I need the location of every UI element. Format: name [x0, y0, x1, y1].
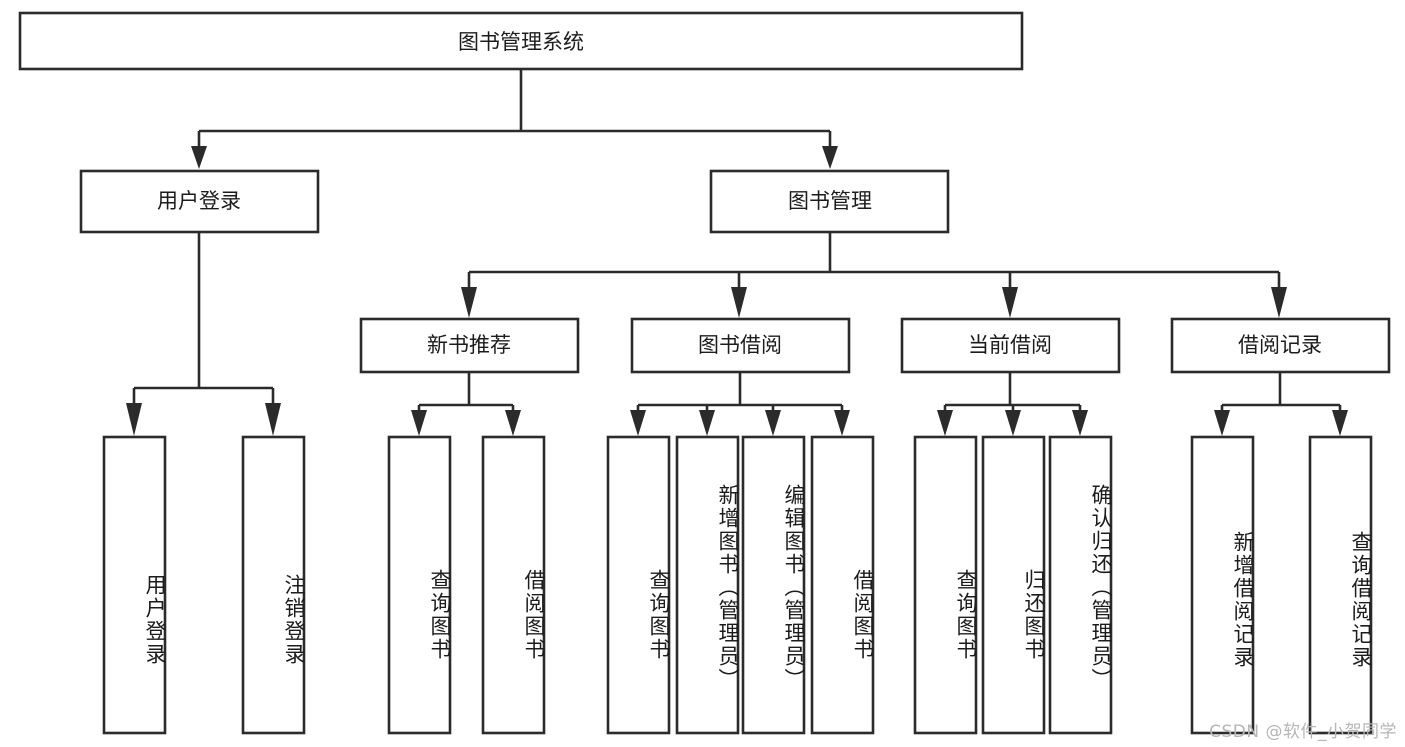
- node-book-management[interactable]: 图书管理: [709, 169, 950, 234]
- connector-book-borrow-to-leaves: [630, 372, 850, 436]
- arrow-head-level3-4: [1271, 287, 1287, 318]
- watermark-text: CSDN @软件_小贺同学: [1209, 722, 1397, 742]
- arrow-head-bb-4: [834, 410, 850, 436]
- arrow-head-user-login-2: [265, 403, 281, 436]
- node-book-borrow[interactable]: 图书借阅: [630, 317, 851, 374]
- leaf-box-bb-4[interactable]: [810, 435, 875, 735]
- node-new-book-recommend-label: 新书推荐: [427, 333, 511, 357]
- leaf-box-nbr-1[interactable]: [387, 435, 452, 735]
- arrow-head-nbr-1: [411, 410, 427, 436]
- leaf-box-bb-3[interactable]: [741, 435, 806, 735]
- arrow-head-bb-3: [765, 410, 781, 436]
- node-new-book-recommend-box[interactable]: [359, 317, 580, 374]
- node-borrow-record-label: 借阅记录: [1238, 333, 1322, 357]
- node-current-borrow-box[interactable]: [900, 317, 1121, 374]
- arrow-head-br-2: [1332, 410, 1348, 436]
- node-new-book-recommend[interactable]: 新书推荐: [359, 317, 580, 374]
- leaf-box-user-login-2[interactable]: [241, 435, 306, 735]
- leaf-box-cb-1[interactable]: [913, 435, 978, 735]
- leaf-box-user-login-1[interactable]: [102, 435, 167, 735]
- connector-borrow-record-to-leaves: [1214, 372, 1348, 436]
- node-borrow-record[interactable]: 借阅记录: [1170, 317, 1391, 374]
- leaf-box-br-1[interactable]: [1190, 435, 1255, 735]
- leaf-box-bb-2[interactable]: [675, 435, 740, 735]
- node-book-borrow-box[interactable]: [630, 317, 851, 374]
- connector-root-to-level2: [191, 69, 838, 169]
- arrow-head-cb-1: [937, 410, 953, 436]
- leaf-box-cb-3[interactable]: [1048, 435, 1113, 735]
- arrow-head-nbr-2: [505, 410, 521, 436]
- leaf-box-cb-2[interactable]: [981, 435, 1046, 735]
- arrow-head-cb-2: [1005, 410, 1021, 436]
- arrow-head-bb-2: [699, 410, 715, 436]
- node-book-management-box[interactable]: [709, 169, 950, 234]
- connector-user-login-to-leaves: [126, 232, 281, 436]
- arrow-head-level3-2: [731, 287, 747, 318]
- connector-current-borrow-to-leaves: [937, 372, 1088, 436]
- node-root-box[interactable]: [18, 11, 1024, 71]
- arrow-head-level2-2: [822, 146, 838, 169]
- node-root[interactable]: 图书管理系统: [18, 11, 1024, 71]
- node-current-borrow-label: 当前借阅: [968, 333, 1052, 357]
- node-root-label: 图书管理系统: [458, 30, 584, 54]
- leaf-box-nbr-2[interactable]: [481, 435, 546, 735]
- arrow-head-level3-1: [461, 287, 477, 318]
- arrow-head-level3-3: [1002, 287, 1018, 318]
- connector-new-book-recommend-to-leaves: [411, 372, 521, 436]
- leaf-box-bb-1[interactable]: [606, 435, 671, 735]
- arrow-head-user-login-1: [126, 403, 142, 436]
- node-user-login[interactable]: 用户登录: [79, 169, 320, 234]
- node-book-management-label: 图书管理: [788, 189, 872, 213]
- node-borrow-record-box[interactable]: [1170, 317, 1391, 374]
- arrow-head-cb-3: [1072, 410, 1088, 436]
- node-current-borrow[interactable]: 当前借阅: [900, 317, 1121, 374]
- node-user-login-label: 用户登录: [157, 189, 241, 213]
- arrow-head-br-1: [1214, 410, 1230, 436]
- node-book-borrow-label: 图书借阅: [698, 333, 782, 357]
- connector-book-management-to-level3: [461, 232, 1287, 318]
- arrow-head-bb-1: [630, 410, 646, 436]
- arrow-head-level2-1: [191, 146, 207, 169]
- leaf-box-br-2[interactable]: [1308, 435, 1373, 735]
